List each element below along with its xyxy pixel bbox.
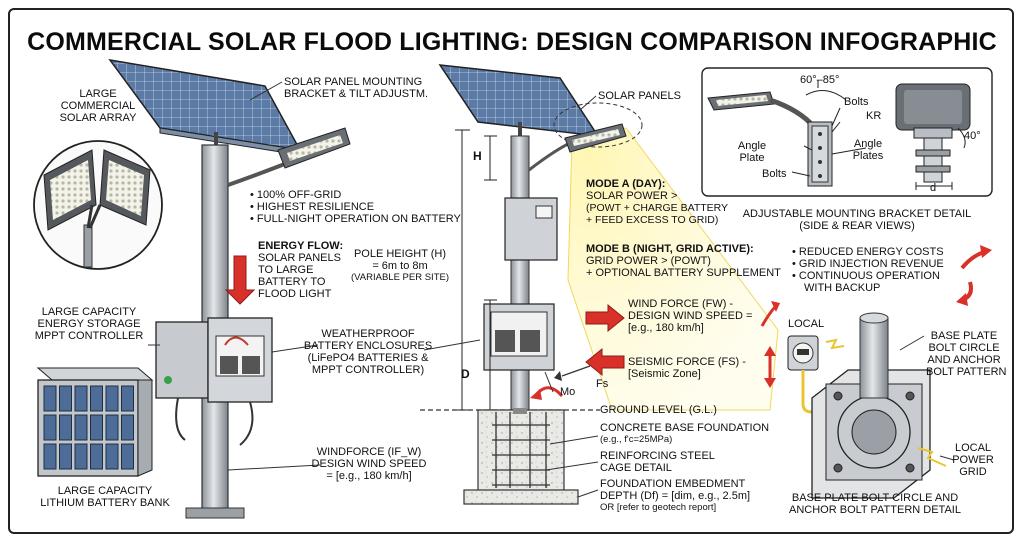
center-pole xyxy=(510,135,530,413)
outer-frame xyxy=(8,8,1014,534)
battery-cell xyxy=(43,443,57,470)
local-meter xyxy=(787,335,819,371)
battery-bank xyxy=(36,367,154,477)
energy-flow-block: ENERGY FLOW: SOLAR PANELSto LARGE BATTER… xyxy=(258,240,344,300)
mo-label: Mo xyxy=(560,386,576,398)
kr-label: KR xyxy=(866,110,882,122)
grid-benefits-list: • REDUCED ENERGY COSTS • GRID INJECTION … xyxy=(792,246,944,294)
bracket-detail-caption: ADJUSTABLE MOUNTING BRACKET DETAIL(SIDE … xyxy=(742,208,972,232)
battery-cell xyxy=(90,414,103,441)
bracket-rear-view xyxy=(895,83,971,190)
bracket-side-view xyxy=(707,80,867,187)
right-leader-lines xyxy=(899,335,955,461)
grid-spark-icon xyxy=(917,447,947,467)
wind-force-arrow xyxy=(585,303,625,333)
energy-flow-arrow xyxy=(224,255,256,305)
light-beam xyxy=(567,127,779,411)
concrete-foundation xyxy=(463,408,579,505)
pole-height-label: POLE HEIGHT (H)= 6m to 8m (VARIABLE PER … xyxy=(350,248,449,283)
wind-force-label: WIND FORCE (Fw) -DESIGN WIND SPEED = [e.… xyxy=(628,298,753,334)
left-leader-lines xyxy=(148,81,321,471)
battery-cell xyxy=(43,414,57,441)
battery-cell xyxy=(121,443,134,470)
battery-cell xyxy=(90,385,103,412)
center-flood-light xyxy=(564,123,627,153)
solar-panels-label: SOLAR PANELS xyxy=(598,90,681,102)
dim-d-label: D xyxy=(461,367,470,381)
grid-controller-box xyxy=(504,197,558,261)
center-battery-box xyxy=(483,303,555,371)
battery-cell xyxy=(43,385,57,412)
battery-cell xyxy=(74,385,88,412)
center-solar-panel xyxy=(438,64,600,140)
battery-cell xyxy=(121,385,134,412)
battery-cell xyxy=(59,385,72,412)
windforce-label: WINDFORCE (IF_W)DESIGN WIND SPEED = [e.g… xyxy=(311,446,427,482)
left-battery-enclosures xyxy=(155,317,273,446)
angle-40-label: 40° xyxy=(964,130,981,142)
spark-icon xyxy=(825,338,845,350)
fs-label: Fs xyxy=(596,378,609,390)
bolts-bottom-label: Bolts xyxy=(762,168,787,180)
dim-h-label: H xyxy=(473,149,482,163)
magnified-lights xyxy=(33,140,163,270)
seismic-force-arrow xyxy=(585,347,625,377)
solar-panel-highlight xyxy=(553,102,643,148)
page-title: COMMERCIAL SOLAR FLOOD LIGHTING: DESIGN … xyxy=(27,28,997,56)
seismic-force-label: SEISMIC FORCE (Fs) -[Seismic Zone] xyxy=(628,356,746,380)
battery-cell xyxy=(59,443,72,470)
off-grid-features: • 100% OFF-GRID • HIGHEST RESILIENCE • F… xyxy=(250,189,461,225)
center-leader-lines xyxy=(423,95,599,498)
fs-arrow xyxy=(561,365,591,377)
battery-cell xyxy=(105,385,119,412)
mode-b-block: MODE B (NIGHT, GRID ACTIVE): GRID POWER … xyxy=(586,243,781,279)
battery-cell xyxy=(74,414,88,441)
mode-a-block: MODE A (DAY): SOLAR POWER > (POWT + CHAR… xyxy=(586,178,729,226)
concrete-label: CONCRETE BASE FOUNDATION(e.g., f'c=25MPa… xyxy=(600,422,770,445)
battery-cell xyxy=(105,414,119,441)
ground-level-label: GROUND LEVEL (G.L.) xyxy=(600,404,717,416)
dim-d-small-label: d xyxy=(930,182,937,194)
angle-range-label: 60°–85° xyxy=(800,74,840,86)
battery-cell xyxy=(59,414,72,441)
battery-cell xyxy=(74,443,88,470)
benefit-arrow-up xyxy=(960,250,985,270)
left-flood-light xyxy=(277,127,351,169)
base-plate-drawing xyxy=(811,312,931,499)
battery-cell xyxy=(105,443,119,470)
local-label: LOCAL xyxy=(788,318,825,330)
bolts-top-label: Bolts xyxy=(844,96,869,108)
battery-cell xyxy=(121,414,134,441)
battery-cell xyxy=(90,443,103,470)
